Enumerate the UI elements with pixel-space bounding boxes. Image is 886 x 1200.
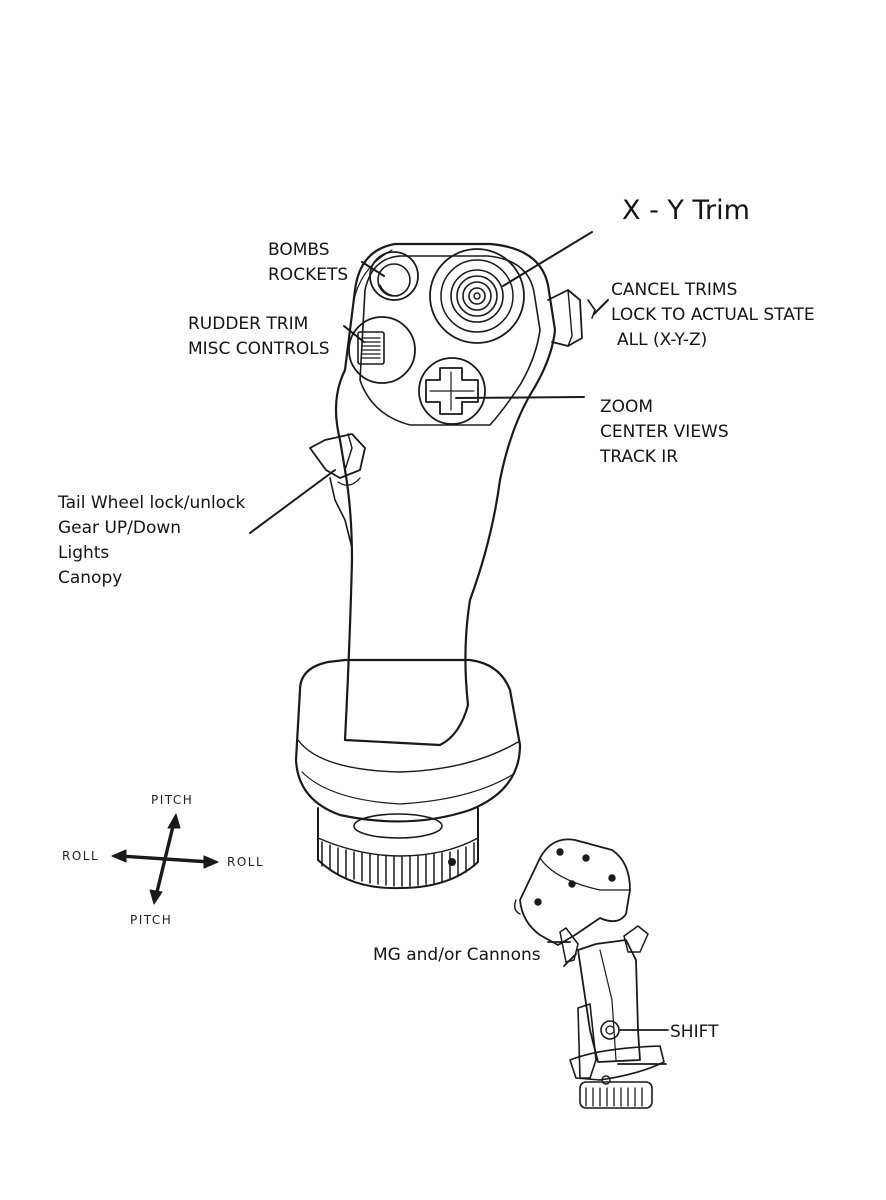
cancel-leader xyxy=(593,299,609,315)
rudder-trim-label: RUDDER TRIM MISC CONTROLS xyxy=(188,312,330,362)
rudder-label-line-1: RUDDER TRIM xyxy=(188,314,309,334)
joystick-base xyxy=(294,658,522,823)
cancel-label-line-1: CANCEL TRIMS xyxy=(611,280,738,300)
cancel-label-line-3: ALL (X-Y-Z) xyxy=(617,330,708,350)
tail-label-line-2: Gear UP/Down xyxy=(58,518,182,538)
tail-label-line-1: Tail Wheel lock/unlock xyxy=(58,493,246,513)
bombs-leader xyxy=(361,261,385,277)
pitch-bottom-label: PITCH xyxy=(130,913,173,927)
axis-cross xyxy=(111,813,219,905)
xy-trim-label: X - Y Trim xyxy=(622,195,750,226)
pitch-up-arrow xyxy=(167,813,181,829)
mg-cannons-label: MG and/or Cannons xyxy=(373,945,541,965)
roll-right-arrow xyxy=(203,855,219,869)
xy-trim-hat xyxy=(429,248,525,344)
cancel-trims-button xyxy=(547,289,596,347)
bombs-label-line-2: ROCKETS xyxy=(268,265,349,285)
zoom-label-line-2: CENTER VIEWS xyxy=(600,422,729,442)
rudder-label-line-2: MISC CONTROLS xyxy=(188,339,330,359)
roll-left-arrow xyxy=(111,849,127,863)
tail-label-line-4: Canopy xyxy=(58,568,123,588)
tail-wheel-paddle xyxy=(309,433,366,549)
pitch-top-label: PITCH xyxy=(151,793,194,807)
bombs-label-line-1: BOMBS xyxy=(268,240,330,260)
bombs-label: BOMBS ROCKETS xyxy=(268,238,348,288)
pitch-down-arrow xyxy=(149,889,163,905)
cancel-trims-label: CANCEL TRIMS LOCK TO ACTUAL STATE ALL (X… xyxy=(611,278,815,353)
tail-wheel-label: Tail Wheel lock/unlock Gear UP/Down Ligh… xyxy=(58,491,245,591)
zoom-hat xyxy=(418,357,486,425)
callout-lines xyxy=(249,231,609,534)
shift-label: SHIFT xyxy=(670,1022,719,1042)
roll-left-label: ROLL xyxy=(62,849,100,863)
cancel-label-line-2: LOCK TO ACTUAL STATE xyxy=(611,305,815,325)
tail-leader xyxy=(249,469,336,534)
xy-trim-leader xyxy=(502,231,593,287)
small-callout-lines xyxy=(547,941,669,1065)
rudder-trim-hat xyxy=(348,316,416,384)
small-joystick xyxy=(513,838,665,1109)
roll-right-label: ROLL xyxy=(227,855,265,869)
joystick-base-ring xyxy=(317,807,479,890)
zoom-label: ZOOM CENTER VIEWS TRACK IR xyxy=(600,395,729,470)
zoom-leader xyxy=(455,396,585,399)
zoom-label-line-1: ZOOM xyxy=(600,397,654,417)
mg-leader-2 xyxy=(563,953,577,967)
zoom-label-line-3: TRACK IR xyxy=(600,447,679,467)
rudder-leader xyxy=(343,325,365,343)
tail-label-line-3: Lights xyxy=(58,543,110,563)
bombs-button xyxy=(369,251,419,301)
